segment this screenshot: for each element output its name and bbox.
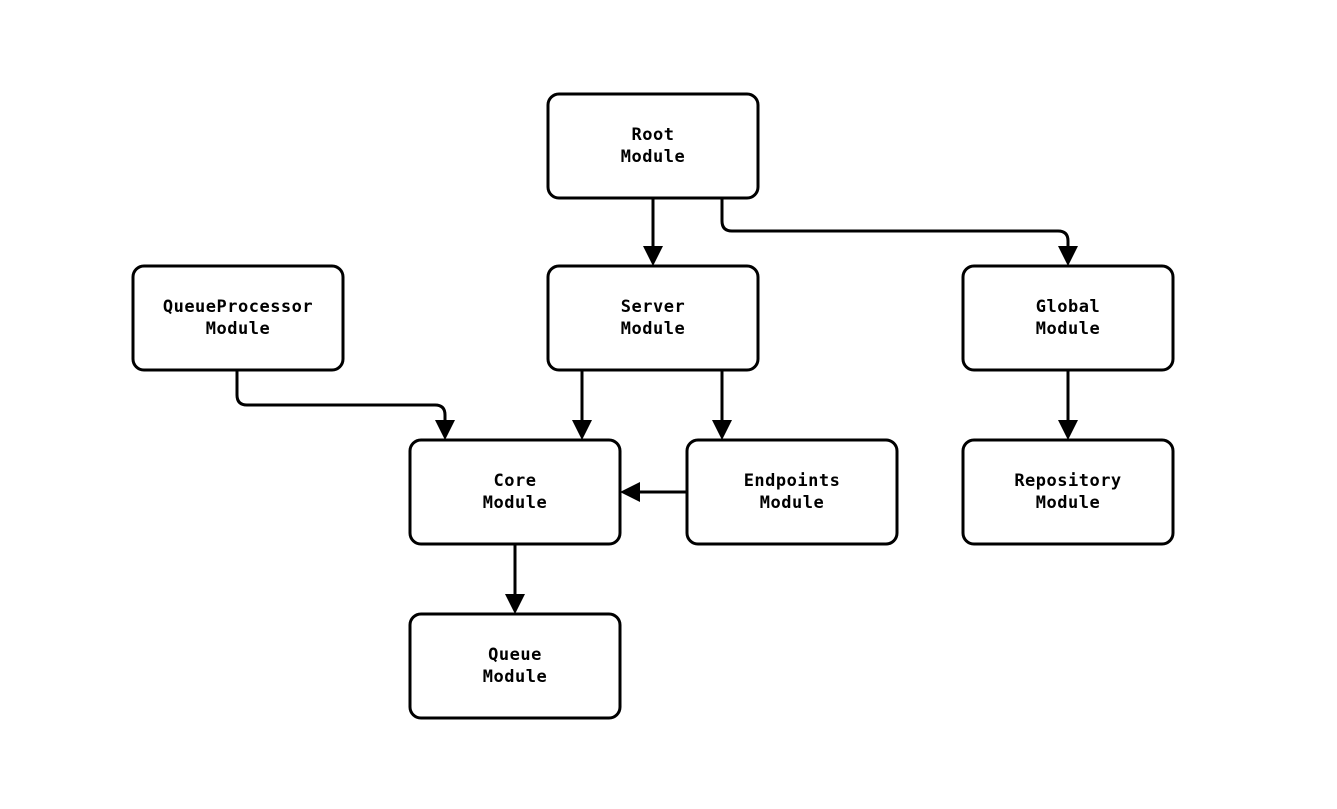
node-label-line2: Module [1036,319,1100,339]
edges-layer [235,198,1078,614]
edge-line [720,198,1070,249]
node-label-line1: QueueProcessor [163,297,313,317]
edge-global-to-repository [1058,370,1078,440]
node-box[interactable] [961,438,1175,546]
node-box[interactable] [408,612,622,720]
node-label-line1: Global [1036,297,1100,317]
arrowhead-icon [712,420,732,440]
arrowhead-icon [643,246,663,266]
node-box[interactable] [546,264,760,372]
arrowhead-icon [572,420,592,440]
node-label-line1: Core [494,471,537,491]
node-box[interactable] [408,438,622,546]
node-label-line1: Root [632,125,675,145]
node-label-line2: Module [1036,493,1100,513]
edge-endpoints-to-core [620,482,687,502]
node-label-line1: Endpoints [744,471,841,491]
node-label-line2: Module [206,319,270,339]
node-label-line2: Module [483,667,547,687]
arrowhead-icon [1058,420,1078,440]
node-label-line2: Module [760,493,824,513]
arrowhead-icon [505,594,525,614]
arrowhead-icon [435,420,455,440]
edge-server-to-endpoints [712,370,732,440]
node-label-line2: Module [621,319,685,339]
nodes-layer: RootModuleQueueProcessorModuleServerModu… [131,92,1175,720]
node-box[interactable] [131,264,345,372]
node-box[interactable] [546,92,760,200]
edge-line [235,370,447,423]
node-box[interactable] [685,438,899,546]
node-label-line1: Repository [1014,471,1121,491]
edge-root-to-global [720,198,1078,266]
edge-core-to-queue [505,544,525,614]
node-label-line1: Server [621,297,685,317]
node-label-line2: Module [483,493,547,513]
node-label-line1: Queue [488,645,542,665]
node-box[interactable] [961,264,1175,372]
arrowhead-icon [620,482,640,502]
edge-root-to-server [643,198,663,266]
node-label-line2: Module [621,147,685,167]
edge-queueprocessor-to-core [235,370,455,440]
edge-server-to-core [572,370,592,440]
arrowhead-icon [1058,246,1078,266]
